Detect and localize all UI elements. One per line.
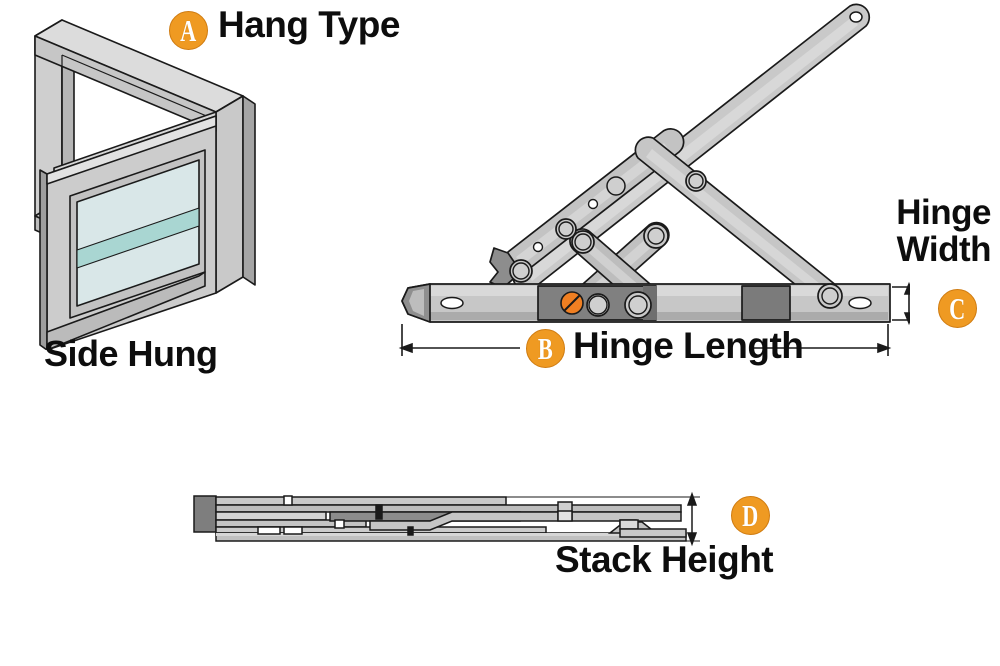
hinge-length-dimension [398,324,892,356]
hang-type-label: Hang Type [218,4,400,45]
friction-stay-hinge-open [398,3,910,356]
side-hung-window-isometric [34,19,256,350]
friction-stay-hinge-closed-profile [193,491,700,547]
stack-height-label: Stack Height [555,539,774,580]
hinge-width-dimension [892,281,910,326]
callout-badge-a: A [169,11,208,50]
callout-badge-d-letter: D [742,498,759,533]
hinge-width-label: Hinge Width [836,194,991,268]
callout-badge-c: C [938,289,977,328]
callout-badge-b: B [526,329,565,368]
callout-badge-c-letter: C [949,291,966,326]
hinge-length-label: Hinge Length [573,325,804,366]
side-hung-label: Side Hung [44,333,218,374]
callout-badge-d: D [731,496,770,535]
stack-height-dimension [500,491,700,547]
callout-badge-a-letter: A [180,13,197,48]
hinge-width-line-2: Width [896,230,992,270]
callout-badge-b-letter: B [538,331,553,366]
hinge-width-line-1: Hinge [896,193,991,232]
